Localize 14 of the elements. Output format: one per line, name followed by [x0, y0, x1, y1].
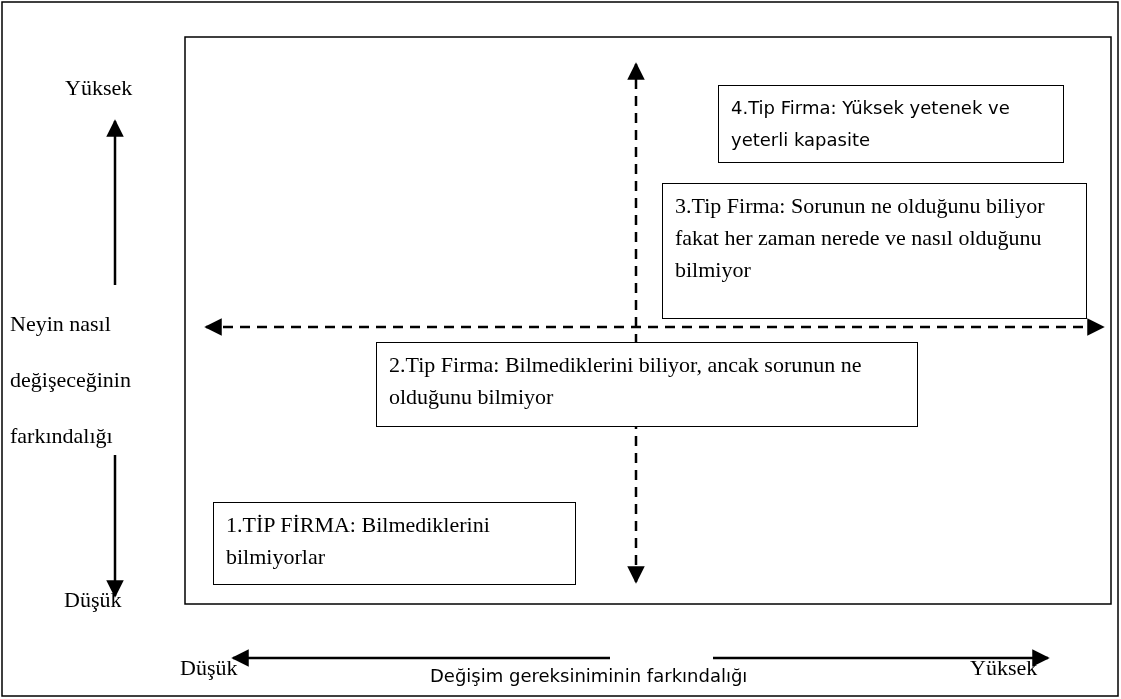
axis-end-label: Düşük — [180, 654, 238, 682]
quadrant-box — [213, 502, 576, 585]
axis-end-label: Düşük — [64, 586, 122, 614]
axis-end-label: Yüksek — [65, 74, 133, 102]
axis-title: Değişim gereksiniminin farkındalığı — [430, 664, 748, 688]
box-text: 1.TİP FİRMA: Bilmediklerini bilmiyorlar — [226, 511, 491, 571]
box-text: 4.Tip Firma: Yüksek yetenek ve yeterli kapasite — [731, 96, 1011, 152]
box-text: 3.Tip Firma: Sorunun ne olduğunu biliyor fakat her zaman nerede ve nasıl olduğunu bilmiyor — [675, 192, 1046, 284]
box-text: 2.Tip Firma: Bilmediklerini biliyor, ancak sorunun ne olduğunu bilmiyor — [389, 351, 863, 411]
quadrant-box — [718, 85, 1064, 163]
axis-title: Neyin nasıl değişeceğinin farkındalığı — [10, 310, 132, 450]
quadrant-box — [662, 183, 1087, 319]
quadrant-box — [376, 342, 918, 427]
axis-end-label: Yüksek — [970, 654, 1038, 682]
